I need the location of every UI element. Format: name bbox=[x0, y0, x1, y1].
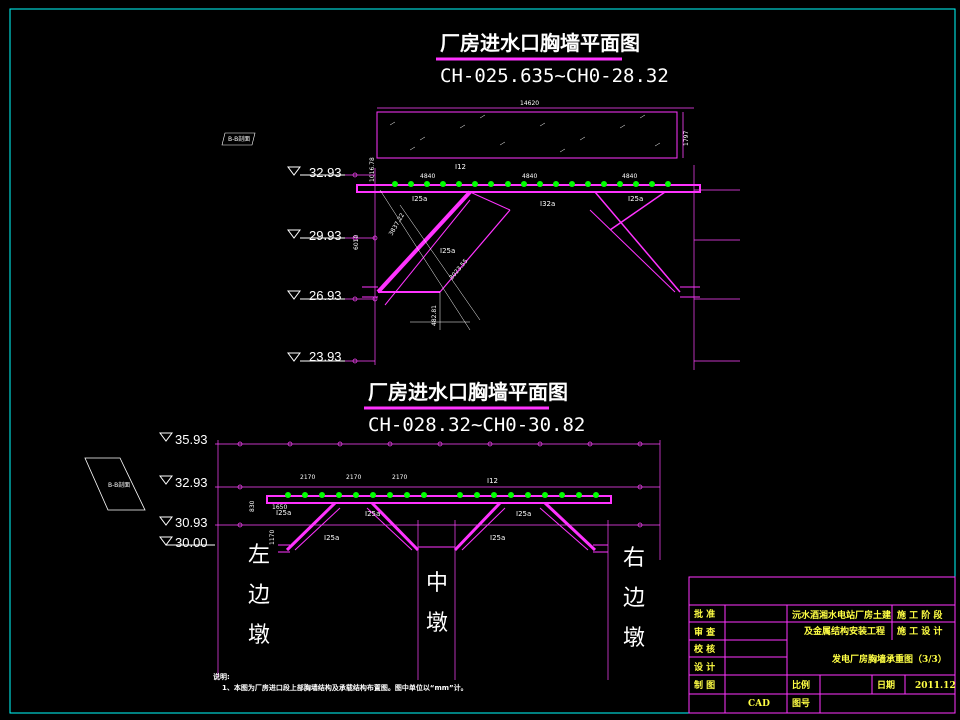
bottom-struts-inner bbox=[278, 507, 608, 553]
top-tag-1: I12 bbox=[455, 163, 466, 171]
top-plan-subtitle: CH-025.635~CH0-28.32 bbox=[440, 65, 669, 87]
bottom-elevation-2: 32.93 bbox=[175, 475, 208, 490]
top-diag-dim-1: 3837.22 bbox=[388, 212, 407, 237]
top-main-beam bbox=[356, 184, 701, 193]
top-rebar-dots bbox=[392, 181, 671, 187]
bottom-tag-5: I25a bbox=[490, 534, 505, 542]
title-block bbox=[688, 576, 956, 714]
tb-project-1: 沅水酒湘水电站厂房土建 bbox=[792, 609, 892, 621]
top-overall-dim: 14620 bbox=[520, 100, 539, 107]
bottom-tag-6: I25a bbox=[516, 510, 531, 518]
tb-draw: 制 图 bbox=[694, 679, 715, 691]
svg-text:边: 边 bbox=[248, 583, 270, 608]
title-block-text: 批 准 审 查 校 核 设 计 制 图 CAD 沅水酒湘水电站厂房土建 及金属结… bbox=[694, 608, 956, 709]
bottom-main-beam bbox=[266, 495, 612, 504]
top-elevation-1: 32.93 bbox=[309, 165, 342, 180]
bottom-elevation-3: 30.93 bbox=[175, 515, 208, 530]
notes-line-1: 1、本图为厂房进口段上部胸墙结构及承载结构布置图。图中单位以“mm”计。 bbox=[222, 683, 468, 692]
tb-design: 设 计 bbox=[694, 661, 715, 673]
bottom-elevation-4: 30.00 bbox=[175, 535, 208, 550]
bottom-left-dim-2: 1650 bbox=[272, 504, 287, 511]
bottom-elevation-marks bbox=[159, 432, 215, 546]
top-beam-dims: 4840 4840 4840 bbox=[420, 173, 637, 180]
bottom-tag-1: I12 bbox=[487, 477, 498, 485]
top-grid-lines bbox=[345, 165, 740, 370]
top-grid-circles bbox=[352, 172, 378, 364]
svg-text:右: 右 bbox=[623, 546, 645, 571]
bottom-grid bbox=[215, 440, 661, 680]
top-section-tag: B-B剖面 bbox=[221, 132, 256, 146]
top-tag-3: I32a bbox=[540, 200, 555, 208]
top-elevation-marks bbox=[287, 166, 345, 362]
tb-draw-value: CAD bbox=[748, 699, 770, 709]
bottom-struts bbox=[285, 501, 597, 552]
top-elevation-4: 23.93 bbox=[309, 349, 342, 364]
svg-text:2170: 2170 bbox=[346, 474, 361, 481]
svg-text:中: 中 bbox=[426, 571, 448, 596]
tb-drawing-no-label: 图号 bbox=[792, 698, 810, 709]
top-diag-dim-lines bbox=[379, 189, 481, 331]
tb-project-2: 及金属结构安装工程 bbox=[804, 625, 885, 637]
tb-review: 审 查 bbox=[694, 626, 716, 638]
top-diag-dim-4: 482.81 bbox=[431, 305, 438, 326]
bottom-left-dim-3: 1170 bbox=[269, 530, 276, 545]
svg-text:2170: 2170 bbox=[392, 474, 407, 481]
left-pier-label: 左 边 墩 bbox=[248, 543, 270, 648]
svg-text:4840: 4840 bbox=[420, 173, 435, 180]
tb-date-label: 日期 bbox=[877, 679, 895, 691]
top-right-dim: 1797 bbox=[683, 131, 690, 146]
top-slab-hatch bbox=[389, 114, 661, 153]
top-slab bbox=[376, 111, 678, 159]
top-tag-4: I25a bbox=[440, 247, 455, 255]
bottom-tag-2: I25a bbox=[276, 509, 291, 517]
notes-heading: 说明: bbox=[213, 672, 230, 681]
svg-text:B-B剖面: B-B剖面 bbox=[228, 135, 250, 143]
bottom-span-dims: 2170 2170 2170 bbox=[300, 474, 407, 481]
bottom-tag-3: I25a bbox=[324, 534, 339, 542]
top-tag-5: I25a bbox=[628, 195, 643, 203]
svg-text:边: 边 bbox=[623, 586, 645, 611]
tb-check: 校 核 bbox=[694, 643, 715, 655]
tb-stage-1: 施 工 阶 段 bbox=[897, 609, 943, 621]
top-elevation-2: 29.93 bbox=[309, 228, 342, 243]
top-elevation-3: 26.93 bbox=[309, 288, 342, 303]
top-tag-2: I25a bbox=[412, 195, 427, 203]
tb-stage-2: 施 工 设 计 bbox=[897, 625, 942, 637]
notes: 说明: 1、本图为厂房进口段上部胸墙结构及承载结构布置图。图中单位以“mm”计。 bbox=[213, 672, 468, 692]
tb-drawing-name: 发电厂房胸墙承重图（3/3） bbox=[831, 653, 947, 665]
svg-text:左: 左 bbox=[248, 543, 270, 568]
top-plan: 厂房进水口胸墙平面图 CH-025.635~CH0-28.32 14620 17… bbox=[221, 31, 740, 370]
top-diag-dim-3: 6010 bbox=[353, 235, 360, 250]
drawing-border bbox=[9, 8, 956, 714]
bottom-plan-subtitle: CH-028.32~CH0-30.82 bbox=[368, 414, 585, 436]
bottom-plan-title: 厂房进水口胸墙平面图 bbox=[368, 380, 568, 404]
bottom-grid-circles bbox=[237, 441, 643, 528]
top-left-dim: 1016.78 bbox=[369, 157, 376, 182]
bottom-elevation-1: 35.93 bbox=[175, 432, 208, 447]
svg-text:墩: 墩 bbox=[426, 611, 448, 636]
bottom-section-tag: B-B剖面 bbox=[84, 457, 146, 511]
top-plan-title: 厂房进水口胸墙平面图 bbox=[440, 31, 640, 55]
svg-text:墩: 墩 bbox=[623, 626, 645, 651]
tb-date-value: 2011.12 bbox=[915, 681, 956, 691]
svg-text:2170: 2170 bbox=[300, 474, 315, 481]
bottom-left-dim-1: 830 bbox=[249, 500, 256, 512]
tb-approve: 批 准 bbox=[694, 608, 715, 620]
tb-scale-label: 比例 bbox=[792, 679, 810, 691]
top-struts bbox=[362, 190, 700, 306]
right-pier-label: 右 边 墩 bbox=[623, 546, 645, 651]
top-diag-dim-2: 3023.55 bbox=[448, 258, 469, 282]
svg-text:墩: 墩 bbox=[248, 623, 270, 648]
bottom-tag-4: I25a bbox=[365, 510, 380, 518]
svg-text:4840: 4840 bbox=[522, 173, 537, 180]
svg-text:4840: 4840 bbox=[622, 173, 637, 180]
bottom-rebar-dots bbox=[285, 492, 599, 498]
svg-text:B-B剖面: B-B剖面 bbox=[108, 481, 130, 489]
bottom-plan: 厂房进水口胸墙平面图 CH-028.32~CH0-30.82 35.93 32.… bbox=[84, 380, 661, 680]
middle-pier-label: 中 墩 bbox=[426, 571, 448, 636]
